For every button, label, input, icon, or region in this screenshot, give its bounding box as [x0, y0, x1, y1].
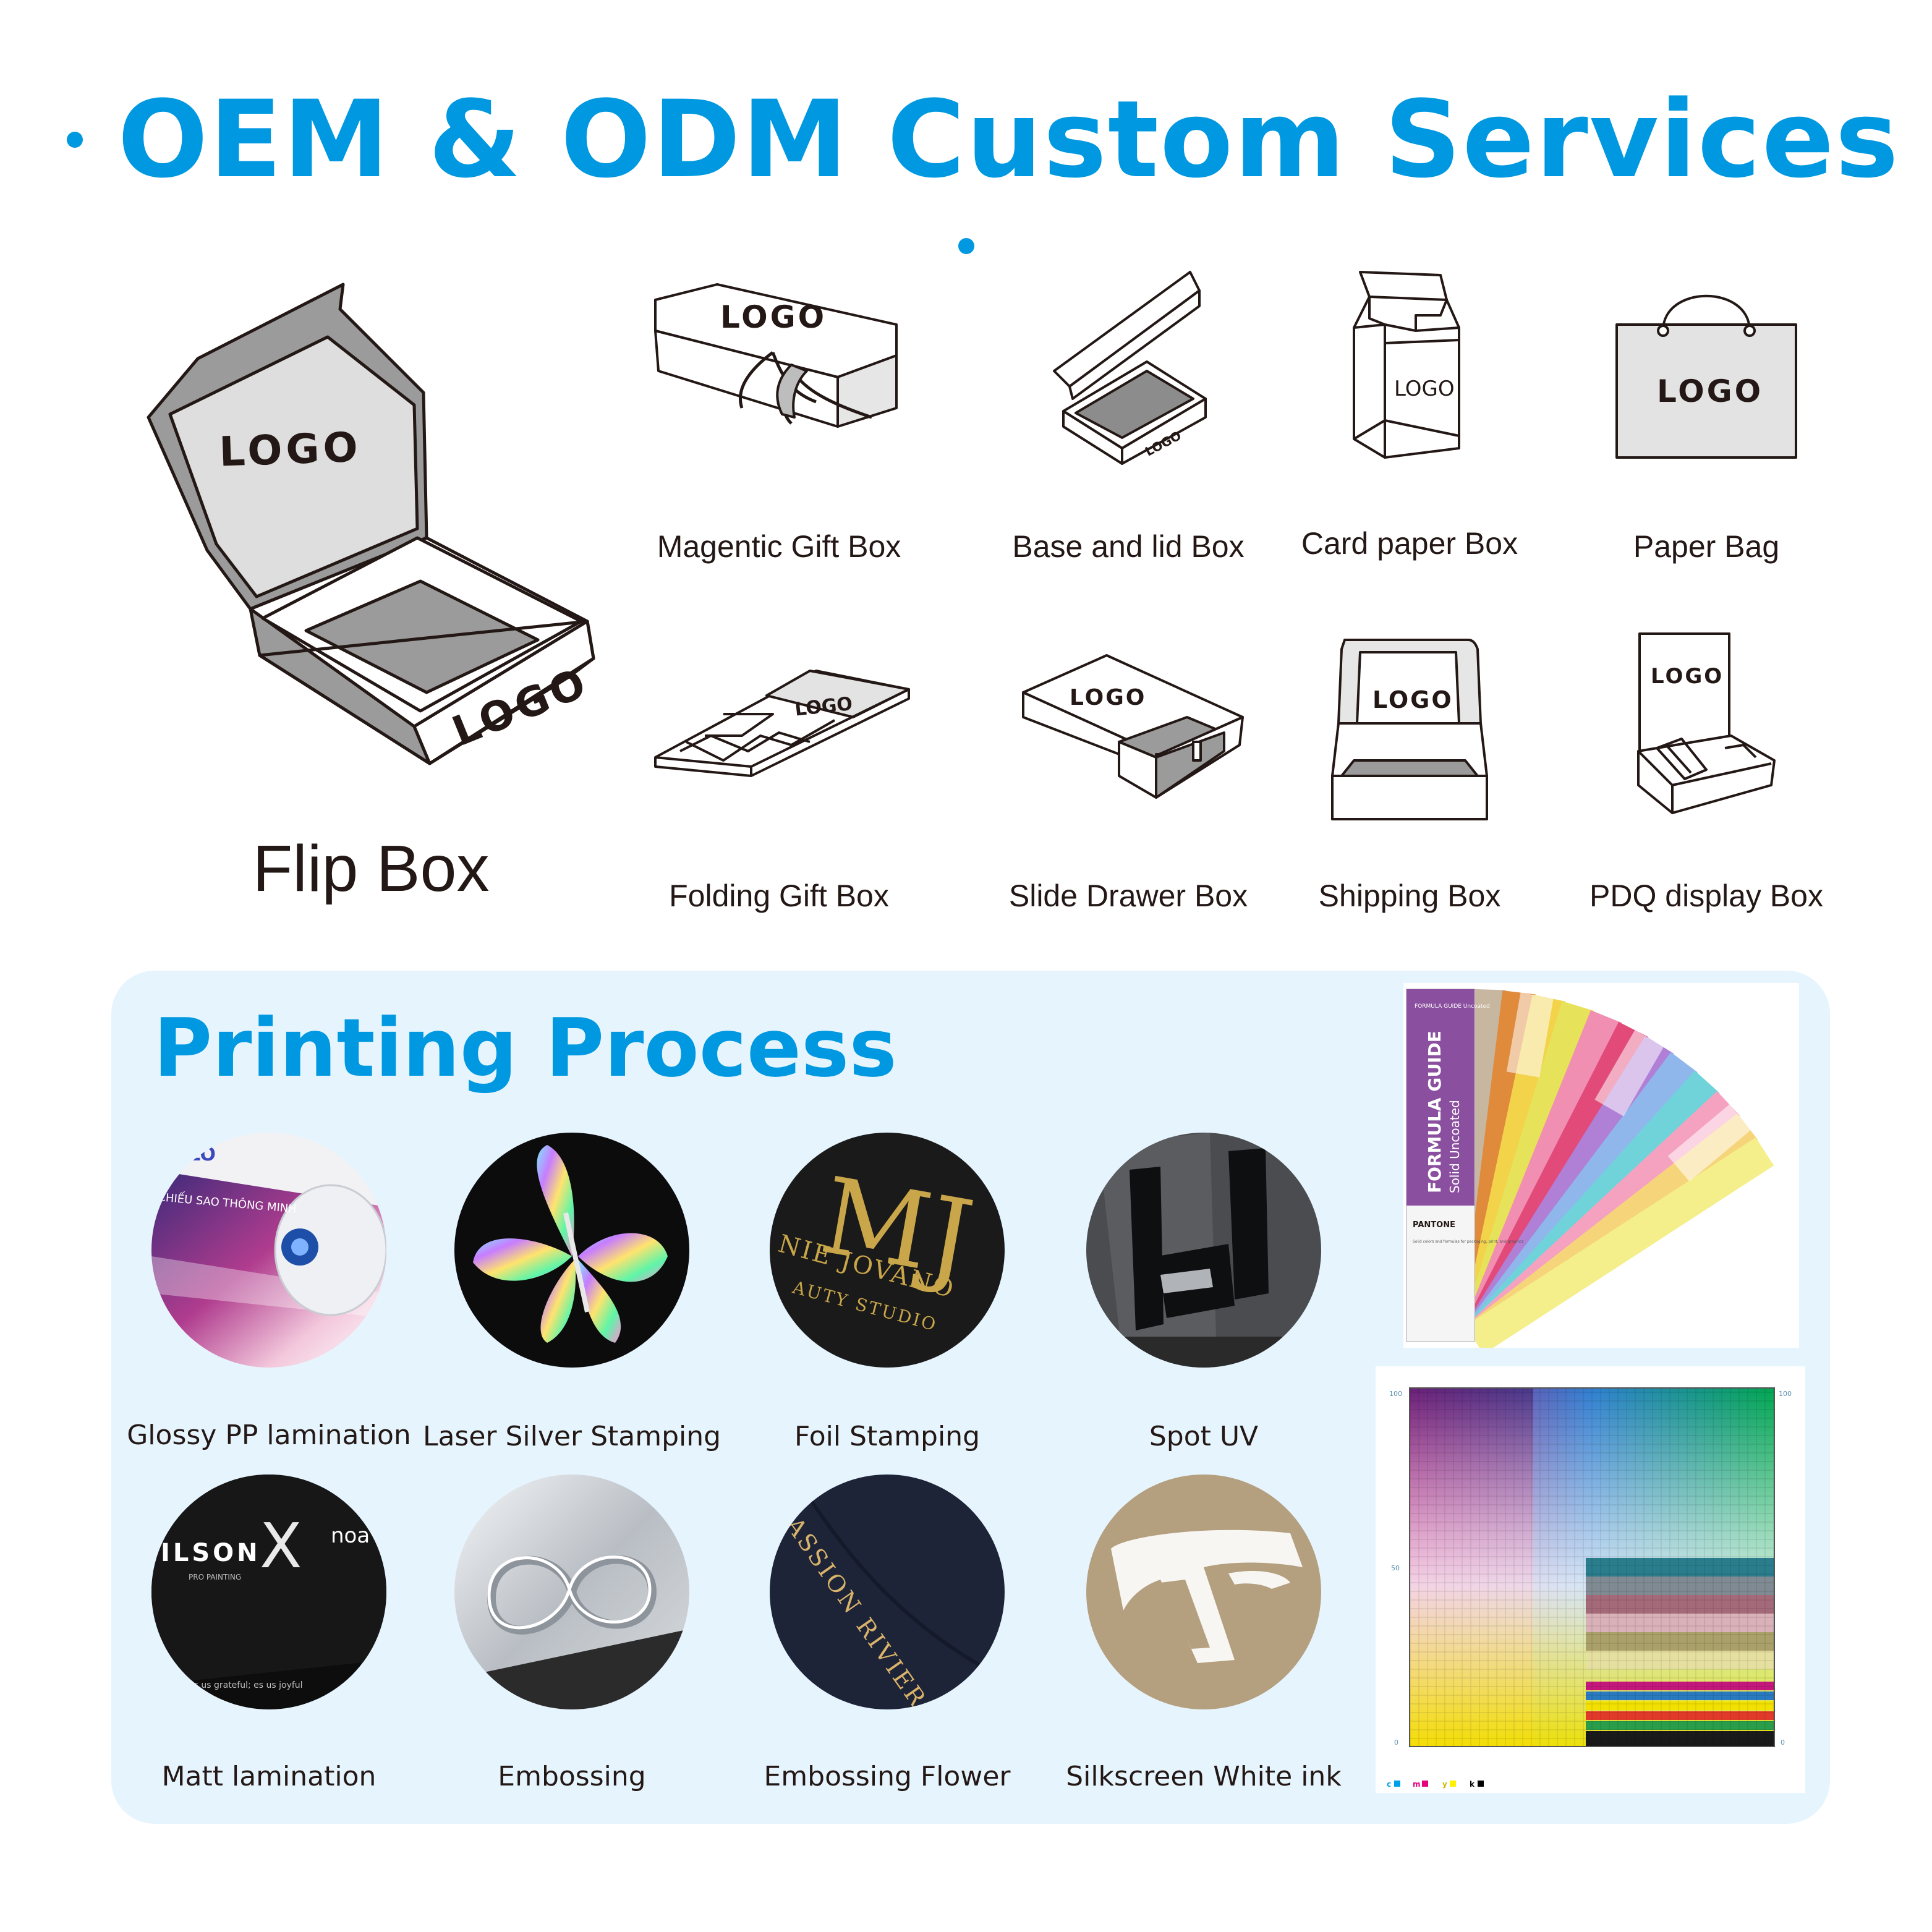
matt-sub-text: PRO PAINTING: [189, 1573, 241, 1581]
laser-silver-sample-image: [454, 1133, 689, 1368]
base-lid-box-label: Base and lid Box: [1012, 529, 1245, 564]
printing-item-label-6: Embossing: [498, 1761, 646, 1792]
pantone-fan-strips: [1460, 989, 1774, 1348]
glossy-pp-sample-image: JLLO CHIẾU SAO THÔNG MINH: [151, 1133, 386, 1368]
chart-scale-top-right: 100: [1779, 1390, 1792, 1398]
spot-uv-sample-image: [1086, 1133, 1321, 1368]
cmyk-chart-svg: 100 50 0 100 0 c m y k: [1387, 1387, 1792, 1789]
cmyk-color-chart: 100 50 0 100 0 c m y k: [1376, 1366, 1805, 1793]
magnetic-box-logo: LOGO: [720, 299, 827, 335]
printing-item-label-4: Spot UV: [1149, 1421, 1259, 1452]
chart-legend-c: c: [1387, 1780, 1391, 1789]
chart-scale-bottom-left: 0: [1394, 1738, 1398, 1747]
slide-drawer-box-label: Slide Drawer Box: [1008, 879, 1248, 913]
pantone-top-note: FORMULA GUIDE Uncoated: [1415, 1003, 1490, 1010]
pdq-display-box-illustration: LOGO: [1637, 632, 1776, 814]
printing-process-title: Printing Process: [153, 1001, 897, 1095]
printing-item-label-2: Laser Silver Stamping: [422, 1421, 721, 1452]
pantone-brand: PANTONE: [1413, 1220, 1455, 1230]
paper-bag-logo: LOGO: [1657, 373, 1763, 409]
chart-legend-y: y: [1442, 1780, 1447, 1789]
bullet-dot-right-icon: [958, 238, 974, 255]
paper-bag-illustration: LOGO: [1615, 294, 1797, 459]
folding-gift-box-label: Folding Gift Box: [669, 879, 889, 913]
flip-box-label: Flip Box: [252, 832, 490, 905]
matt-lamination-sample-image: ILSON X noa PRO PAINTING es us grateful;…: [151, 1475, 386, 1709]
chart-legend-m: m: [1413, 1780, 1421, 1789]
printing-item-label-1: Glossy PP lamination: [127, 1419, 411, 1451]
chart-scale-top-left: 100: [1389, 1390, 1402, 1398]
printing-item-label-5: Matt lamination: [161, 1761, 377, 1792]
pantone-small-note: Solid colors and formulas for packaging,…: [1413, 1240, 1523, 1244]
slide-drawer-box-logo: LOGO: [1070, 685, 1146, 710]
page-title: OEM & ODM Custom Services: [0, 87, 1932, 299]
matt-side-text: noa: [331, 1523, 370, 1548]
chart-scale-mid-left: 50: [1391, 1564, 1400, 1572]
foil-mono-text: MJ: [812, 1155, 981, 1301]
pdq-display-box-logo: LOGO: [1651, 664, 1724, 689]
page-title-text: OEM & ODM Custom Services: [117, 77, 1900, 202]
magnetic-gift-box-label: Magentic Gift Box: [657, 529, 901, 564]
slide-drawer-box-illustration: LOGO: [1022, 654, 1244, 799]
shipping-box-logo: LOGO: [1372, 686, 1453, 713]
shipping-box-illustration: LOGO: [1331, 639, 1488, 820]
flip-lid-logo: LOGO: [218, 423, 362, 476]
shipping-box-label: Shipping Box: [1318, 879, 1501, 913]
folding-gift-box-illustration: LOGO: [654, 670, 910, 777]
printing-item-label-8: Silkscreen White ink: [1066, 1761, 1342, 1792]
foil-stamping-sample-image: MJ NIE JOVANO AUTY STUDIO: [770, 1133, 1005, 1368]
embossing-sample-image: [454, 1475, 689, 1709]
embossing-flower-sample-image: PASSION RIVIERA: [770, 1475, 1005, 1709]
printing-item-label-7: Embossing Flower: [764, 1761, 1011, 1792]
pantone-guide-title: FORMULA GUIDE: [1424, 1031, 1445, 1193]
silkscreen-white-sample-image: [1086, 1475, 1321, 1709]
card-paper-box-illustration: LOGO: [1353, 271, 1460, 459]
matt-brand-text: ILSON: [161, 1539, 261, 1567]
pantone-formula-guide-image: FORMULA GUIDE Uncoated FORMULA GUIDE Sol…: [1403, 983, 1799, 1348]
printing-item-label-3: Foil Stamping: [794, 1421, 981, 1452]
pantone-guide-sub: Solid Uncoated: [1447, 1100, 1462, 1193]
bullet-dot-left-icon: [67, 132, 83, 148]
chart-scale-bottom-right: 0: [1781, 1738, 1785, 1747]
paper-bag-label: Paper Bag: [1633, 529, 1780, 564]
matt-quote-text: es us grateful; es us joyful: [189, 1680, 303, 1690]
magnetic-gift-box-illustration: LOGO: [654, 283, 898, 428]
card-paper-box-label: Card paper Box: [1301, 526, 1518, 561]
base-lid-box-illustration: LOGO: [1053, 271, 1207, 465]
flip-box-illustration: LOGO LOGO: [147, 283, 595, 765]
matt-x-text: X: [260, 1510, 302, 1582]
pdq-display-box-label: PDQ display Box: [1589, 879, 1823, 913]
card-paper-box-logo: LOGO: [1394, 377, 1455, 401]
chart-legend-k: k: [1470, 1780, 1475, 1789]
